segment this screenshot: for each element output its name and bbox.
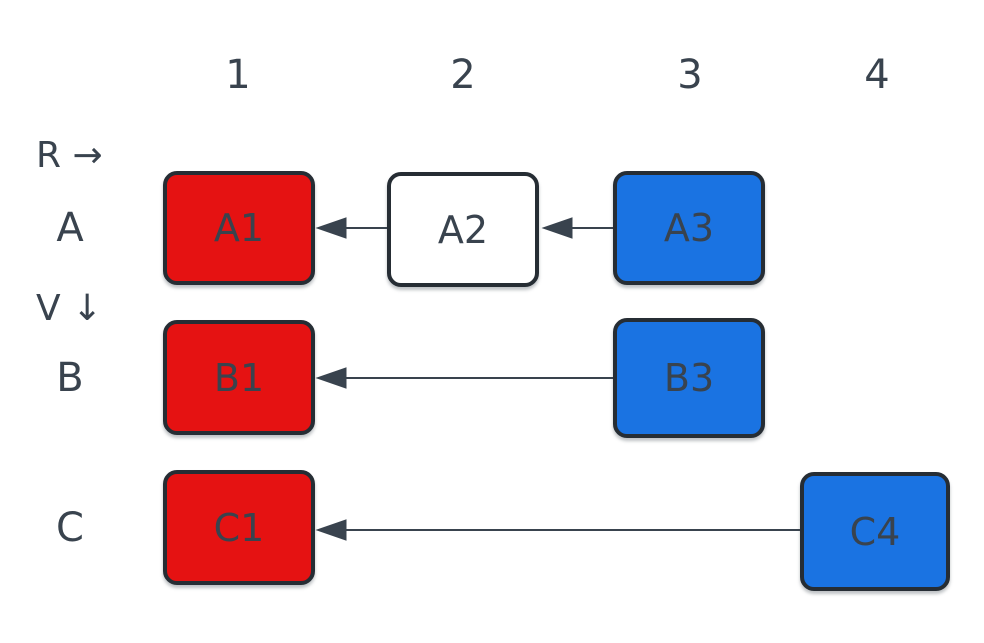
node-a2: A2 [387,172,539,287]
arrow-c4-to-c1-icon [315,519,800,541]
node-c4: C4 [800,472,950,591]
node-a1: A1 [163,171,315,285]
node-a3: A3 [613,171,765,285]
arrow-b3-to-b1-icon [315,367,613,389]
node-a2-label: A2 [437,207,489,252]
node-b3: B3 [613,318,765,438]
axis-r-label: R → [36,135,103,176]
arrow-a2-to-a1-icon [315,217,387,239]
axis-v-label: V ↓ [36,288,103,329]
node-a3-label: A3 [663,206,715,250]
node-c1-label: C1 [213,505,265,550]
node-c1: C1 [163,470,315,585]
axis-legend: R → V ↓ [36,28,103,436]
node-b1-label: B1 [213,355,265,400]
node-c4-label: C4 [849,509,901,554]
arrow-a3-to-a2-icon [541,217,613,239]
node-b3-label: B3 [663,356,715,400]
node-b1: B1 [163,320,315,435]
node-a1-label: A1 [213,206,265,250]
